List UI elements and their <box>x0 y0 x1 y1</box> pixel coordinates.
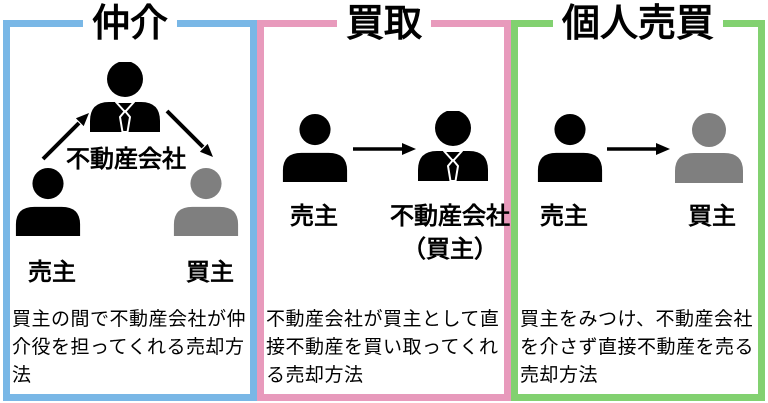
panel-brokerage-title: 仲介 <box>82 1 178 47</box>
description-line: 買主の間で不動産会社が仲 <box>12 309 247 330</box>
realtor-buyer-person-icon <box>417 111 489 181</box>
seller-person-icon <box>280 113 350 183</box>
seller-person-icon <box>535 113 605 183</box>
buyer-label: 買主 <box>688 203 736 230</box>
panel-buyout: 買取 売主 不動産会社 （買主） 不動産会社が買主として直 接不動産を買い取って <box>257 1 511 401</box>
panel-private-sale-description: 買主をみつけ、不動産会社 を介さず直接不動産を売る 売却方法 <box>520 306 758 390</box>
description-line: 買主をみつけ、不動産会社 <box>520 309 754 330</box>
seller-label: 売主 <box>540 203 588 230</box>
realtor-label: 不動産会社 <box>66 146 186 173</box>
arrow-realtor-to-buyer-icon <box>165 109 213 157</box>
buyer-person-icon <box>673 113 745 183</box>
buyer-person-icon <box>171 167 241 237</box>
description-line: を介さず直接不動産を売る <box>520 337 755 358</box>
realtor-label: 不動産会社 <box>390 203 510 230</box>
panel-private-sale-title: 個人売買 <box>552 1 724 47</box>
description-line: る売却方法 <box>266 365 364 386</box>
realtor-sub-label: （買主） <box>402 236 498 263</box>
panel-private-sale: 個人売買 売主 買主 買主をみつけ、不動産会社 を介さず直接不動産を売る 売却方… <box>511 1 765 401</box>
seller-label: 売主 <box>290 203 338 230</box>
panel-buyout-title: 買取 <box>336 1 432 47</box>
description-line: 介役を担ってくれる売却方 <box>12 337 245 358</box>
panel-buyout-description: 不動産会社が買主として直 接不動産を買い取ってくれ る売却方法 <box>266 306 504 390</box>
seller-label: 売主 <box>28 259 76 286</box>
panel-brokerage-description: 買主の間で不動産会社が仲 介役を担ってくれる売却方 法 <box>12 306 250 390</box>
description-line: 不動産会社が買主として直 <box>266 309 500 330</box>
description-line: 売却方法 <box>520 365 599 386</box>
realtor-person-icon <box>89 62 161 132</box>
arrow-seller-to-realtor-icon <box>41 113 89 161</box>
description-line: 法 <box>12 365 32 386</box>
seller-person-icon <box>13 167 83 237</box>
description-line: 接不動産を買い取ってくれ <box>266 337 499 358</box>
arrow-seller-to-buyer-icon <box>607 143 670 155</box>
arrow-seller-to-realtor-icon <box>353 143 416 155</box>
panel-brokerage: 仲介 不動産会社 <box>3 1 257 401</box>
buyer-label: 買主 <box>186 259 234 286</box>
